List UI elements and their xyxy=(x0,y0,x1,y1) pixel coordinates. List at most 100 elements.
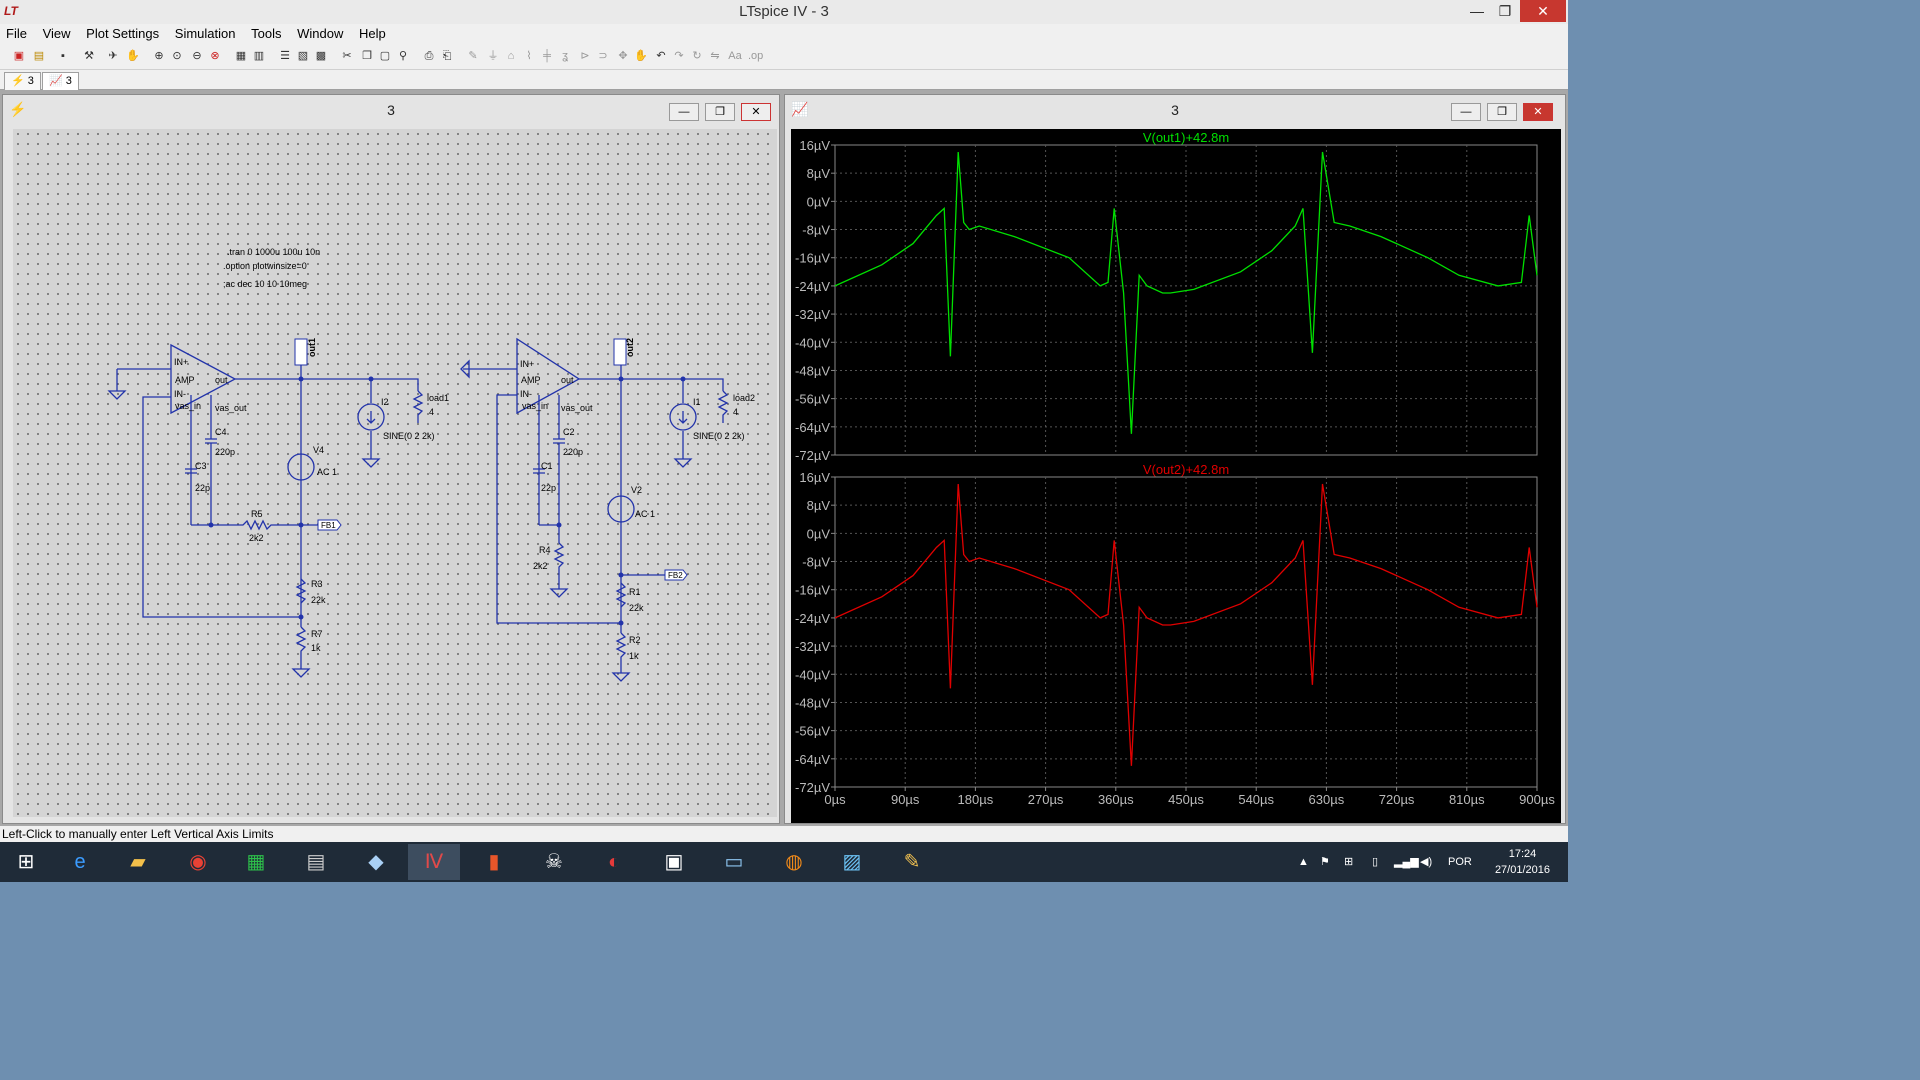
net-label-fb2[interactable]: FB2 xyxy=(668,571,683,580)
r3-label[interactable]: R3 xyxy=(311,579,323,589)
zoom-area-icon[interactable]: ⊙ xyxy=(172,50,182,62)
zoom-in-icon[interactable]: ⊕ xyxy=(154,50,164,62)
r1-label[interactable]: R1 xyxy=(629,587,641,597)
monitor-icon[interactable]: ▭ xyxy=(724,851,744,873)
waveform-minimize-button[interactable]: — xyxy=(1451,103,1481,121)
load1-label[interactable]: load1 xyxy=(427,393,449,403)
menu-simulation[interactable]: Simulation xyxy=(174,26,236,41)
open-icon[interactable]: ▤ xyxy=(33,50,45,62)
i2-label[interactable]: I2 xyxy=(381,397,389,407)
control-panel-icon[interactable]: ⚒ xyxy=(84,50,94,62)
file-explorer-icon[interactable]: ▰ xyxy=(130,851,146,873)
c2-label[interactable]: C2 xyxy=(563,427,575,437)
autorange-icon[interactable]: ▦ xyxy=(235,50,247,62)
ground-icon[interactable]: ⏚ xyxy=(487,50,499,62)
battery-icon[interactable]: ▯ xyxy=(1372,856,1379,868)
schematic-maximize-button[interactable]: ❐ xyxy=(705,103,735,121)
waveform-close-button[interactable]: ✕ xyxy=(1523,103,1553,121)
cascade-icon[interactable]: ▩ xyxy=(315,50,327,62)
directive-option[interactable]: .option plotwinsize=0 xyxy=(223,261,307,271)
store-icon[interactable]: ▦ xyxy=(246,851,266,873)
r7-value[interactable]: 1k xyxy=(311,643,321,653)
v2-value[interactable]: AC 1 xyxy=(635,509,655,519)
net-label-fb1[interactable]: FB1 xyxy=(321,521,336,530)
network-icon[interactable]: ▂▄▆ xyxy=(1394,856,1419,868)
print-icon[interactable]: ⎙ xyxy=(424,50,434,62)
r2-label[interactable]: R2 xyxy=(629,635,641,645)
c4-value[interactable]: 220p xyxy=(215,447,235,457)
start-button[interactable]: ⊞ xyxy=(17,851,35,873)
zoom-out-icon[interactable]: ⊖ xyxy=(192,50,202,62)
net-label-out2[interactable]: out2 xyxy=(625,338,635,357)
move-icon[interactable]: ✥ xyxy=(618,50,628,62)
tile-vertical-icon[interactable]: ▧ xyxy=(297,50,309,62)
tab-schematic[interactable]: ⚡ 3 xyxy=(4,72,41,90)
r2-value[interactable]: 1k xyxy=(629,651,639,661)
app-icon[interactable]: ◆ xyxy=(368,851,384,873)
i2-value[interactable]: SINE(0 2 2k) xyxy=(383,431,435,441)
label-net-icon[interactable]: ⌂ xyxy=(507,50,515,62)
paint-icon[interactable]: ✎ xyxy=(903,851,921,873)
tab-waveform[interactable]: 📈 3 xyxy=(42,72,79,90)
wire-icon[interactable]: ✎ xyxy=(468,50,478,62)
load1-value[interactable]: 4 xyxy=(429,407,434,417)
r3-value[interactable]: 22k xyxy=(311,595,326,605)
inductor-icon[interactable]: ʓ xyxy=(562,50,568,62)
c1-value[interactable]: 22p xyxy=(541,483,556,493)
v2-label[interactable]: V2 xyxy=(631,485,642,495)
new-schematic-icon[interactable]: ▣ xyxy=(13,50,25,62)
r7-label[interactable]: R7 xyxy=(311,629,323,639)
menu-plot-settings[interactable]: Plot Settings xyxy=(86,26,160,41)
c2-value[interactable]: 220p xyxy=(563,447,583,457)
tile-horizontal-icon[interactable]: ☰ xyxy=(280,50,290,62)
mirror-icon[interactable]: ⇋ xyxy=(710,50,720,62)
pdf-tool-icon[interactable]: ◍ xyxy=(785,851,803,873)
v4-label[interactable]: V4 xyxy=(313,445,324,455)
drag-icon[interactable]: ✋ xyxy=(634,50,648,62)
component-icon[interactable]: ⊃ xyxy=(598,50,608,62)
ccleaner-icon[interactable]: ◐ xyxy=(607,851,621,873)
waveform-chart[interactable]: 16µV8µV0µV-8µV-16µV-24µV-32µV-40µV-48µV-… xyxy=(791,129,1561,823)
minimize-button[interactable]: — xyxy=(1470,3,1484,19)
load2-label[interactable]: load2 xyxy=(733,393,755,403)
volume-icon[interactable]: ◀) xyxy=(1420,856,1433,868)
menu-file[interactable]: File xyxy=(6,26,27,41)
zoom-fit-icon[interactable]: ⊗ xyxy=(210,50,220,62)
internet-explorer-icon[interactable]: e xyxy=(74,851,86,873)
menu-window[interactable]: Window xyxy=(297,26,344,41)
office-icon[interactable]: ▮ xyxy=(488,851,500,873)
i1-value[interactable]: SINE(0 2 2k) xyxy=(693,431,745,441)
schematic-minimize-button[interactable]: — xyxy=(669,103,699,121)
i1-label[interactable]: I1 xyxy=(693,397,701,407)
pan-icon[interactable]: ✋ xyxy=(126,50,140,62)
directive-tran[interactable]: .tran 0 1000u 100u 10n xyxy=(227,247,320,257)
capacitor-icon[interactable]: ╪ xyxy=(543,50,551,62)
manual-limits-icon[interactable]: ▥ xyxy=(253,50,265,62)
resistor-icon[interactable]: ⌇ xyxy=(526,50,532,62)
clock[interactable]: 17:24 27/01/2016 xyxy=(1495,846,1550,878)
v4-value[interactable]: AC 1 xyxy=(317,467,337,477)
r1-value[interactable]: 22k xyxy=(629,603,644,613)
redo-icon[interactable]: ↷ xyxy=(674,50,684,62)
menu-help[interactable]: Help xyxy=(358,26,386,41)
menu-view[interactable]: View xyxy=(42,26,71,41)
copy-icon[interactable]: ❐ xyxy=(362,50,372,62)
save-icon[interactable]: ▪ xyxy=(61,50,65,62)
show-hidden-icons-icon[interactable]: ▲ xyxy=(1298,856,1309,868)
screenshot-tool-icon[interactable]: ▣ xyxy=(664,851,684,873)
spice-directive-icon[interactable]: .op xyxy=(748,50,764,62)
c4-label[interactable]: C4 xyxy=(215,427,227,437)
action-center-icon[interactable]: ⚑ xyxy=(1320,856,1330,868)
calculator-icon[interactable]: ▤ xyxy=(306,851,326,873)
undo-icon[interactable]: ↶ xyxy=(656,50,666,62)
photos-icon[interactable]: ▨ xyxy=(842,851,862,873)
ltspice-taskbar-icon[interactable]: Ⅳ xyxy=(408,844,460,880)
r5-label[interactable]: R5 xyxy=(251,509,263,519)
chrome-icon[interactable]: ◉ xyxy=(189,851,207,873)
r5-value[interactable]: 2k2 xyxy=(249,533,264,543)
find-icon[interactable]: ⚲ xyxy=(398,50,408,62)
c3-value[interactable]: 22p xyxy=(195,483,210,493)
schematic-close-button[interactable]: ✕ xyxy=(741,103,771,121)
c3-label[interactable]: C3 xyxy=(195,461,207,471)
